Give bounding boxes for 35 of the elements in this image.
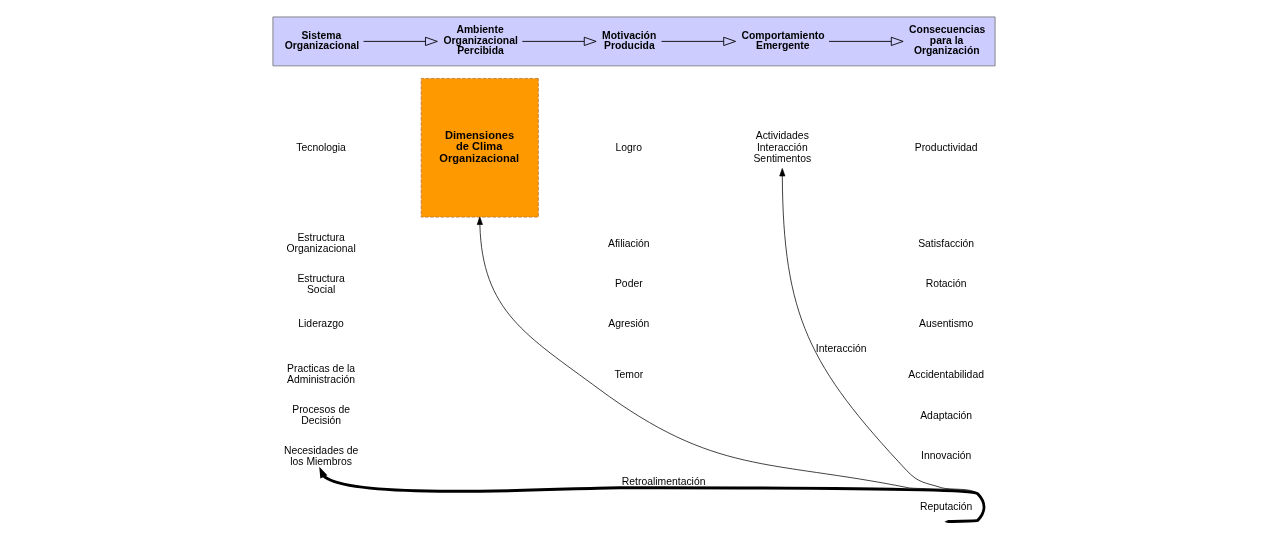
node-text: Necesidades de los Miembros bbox=[283, 444, 358, 467]
arrow bbox=[521, 36, 597, 46]
label: Estructura Social bbox=[296, 272, 345, 295]
label: Satisfacción bbox=[917, 237, 974, 249]
label: Procesos de Decisión bbox=[291, 404, 350, 427]
node-text: Ambiente Organizacional Percibida bbox=[442, 24, 518, 57]
label: Agresión bbox=[607, 318, 649, 330]
label: Productividad bbox=[914, 141, 978, 153]
arrow bbox=[362, 36, 438, 46]
label: Rotación bbox=[925, 278, 967, 290]
node-text: Reputación bbox=[919, 500, 972, 512]
node-text: Consecuencias para la Organización bbox=[908, 24, 985, 57]
node-text: Comportamiento Emergente bbox=[741, 29, 825, 51]
arrow bbox=[828, 36, 904, 46]
label: Afiliación bbox=[607, 237, 650, 249]
label: Accidentabilidad bbox=[907, 368, 984, 380]
node-text: Sistema Organizacional bbox=[284, 29, 359, 51]
label: Ausentismo bbox=[918, 318, 973, 330]
label: Practicas de la Administración bbox=[286, 363, 355, 386]
cluster bbox=[272, 16, 995, 67]
label: Logro bbox=[615, 141, 642, 153]
node-text: Actividades Interacción Sentimentos bbox=[752, 130, 811, 164]
label: Adaptación bbox=[919, 409, 972, 421]
label: Poder bbox=[614, 278, 643, 290]
edge-label: Interacción bbox=[815, 343, 867, 355]
label: Temor bbox=[613, 368, 643, 380]
arrow bbox=[318, 466, 985, 523]
arrow bbox=[660, 36, 736, 46]
label: Liderazgo bbox=[297, 318, 344, 330]
label: Innovación bbox=[920, 450, 971, 462]
node-box: Dimensiones de Clima Organizacional bbox=[420, 78, 539, 218]
label: Tecnologia bbox=[295, 141, 346, 153]
edge-label: Retroalimentación bbox=[621, 475, 705, 487]
label: Estructura Organizacional bbox=[285, 232, 356, 255]
node-text: Motivación Producida bbox=[601, 29, 656, 51]
